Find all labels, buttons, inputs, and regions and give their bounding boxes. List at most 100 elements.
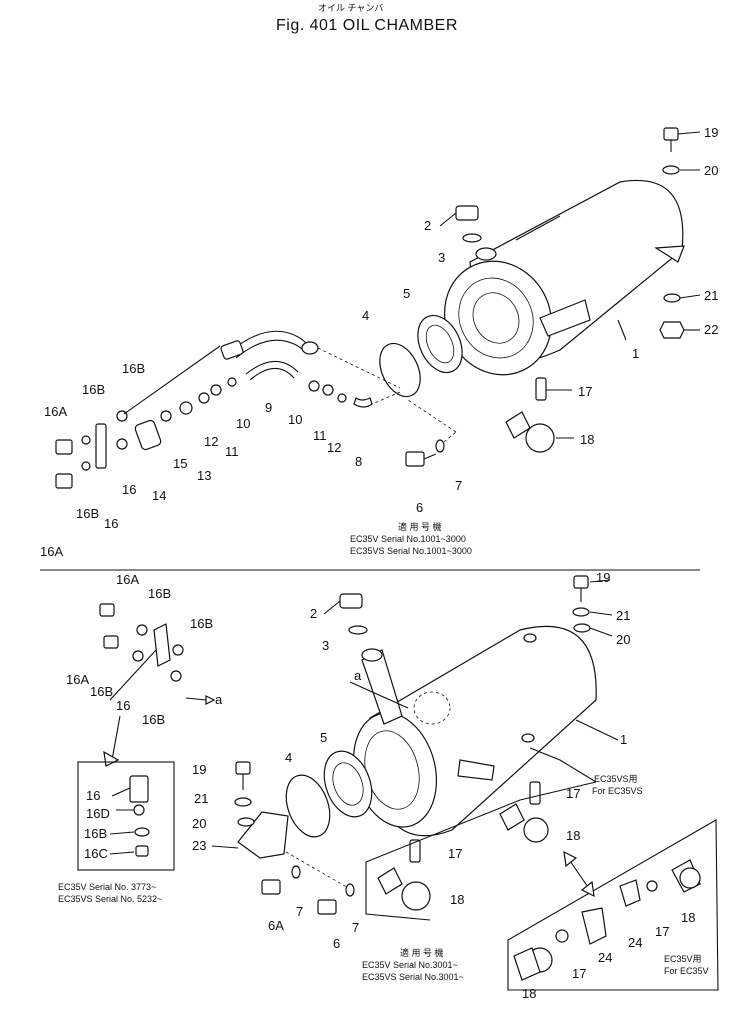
- label-i16: 16: [86, 788, 100, 803]
- label-l18b: 18: [450, 892, 464, 907]
- label-u1: 1: [632, 346, 639, 361]
- label-l17a: 17: [566, 786, 580, 801]
- upper-valve: [505, 377, 574, 453]
- label-u7: 7: [455, 478, 462, 493]
- label-u20: 20: [704, 163, 718, 178]
- lower-packing-5: [323, 750, 373, 818]
- lower-cover-4: [285, 774, 331, 838]
- label-u12b: 12: [327, 440, 341, 455]
- label-u9: 9: [265, 400, 272, 415]
- label-l21b: 21: [194, 791, 208, 806]
- label-l19: 19: [596, 570, 610, 585]
- upper-bolt-6: [405, 399, 457, 467]
- label-u16x: 16: [104, 516, 118, 531]
- upper-fittings: [55, 345, 373, 489]
- lower-applicable-title: 適 用 号 機: [400, 947, 444, 958]
- upper-oring-3: [462, 233, 482, 243]
- label-u12a: 12: [204, 434, 218, 449]
- label-u8: 8: [355, 454, 362, 469]
- for-ec35v: For EC35V: [664, 966, 709, 976]
- label-u21: 21: [704, 288, 718, 303]
- lower-valve-mid: [365, 781, 597, 921]
- label-l19b: 19: [192, 762, 206, 777]
- label-l2: 2: [310, 606, 317, 621]
- label-l17b: 17: [448, 846, 462, 861]
- label-u5: 5: [403, 286, 410, 301]
- label-l17d: 17: [572, 966, 586, 981]
- label-l3: 3: [322, 638, 329, 653]
- upper-cap-2: [439, 205, 479, 227]
- label-u16b1: 16B: [122, 361, 145, 376]
- label-l17c: 17: [655, 924, 669, 939]
- label-u16a1: 16A: [44, 404, 67, 419]
- label-l18a: 18: [566, 828, 580, 843]
- lower-serial-line-2: EC35VS Serial No.3001~: [362, 972, 464, 982]
- label-i16d: 16D: [86, 806, 110, 821]
- label-l16b2: 16B: [190, 616, 213, 631]
- label-u16a2: 16A: [40, 544, 63, 559]
- label-u11a: 11: [225, 444, 239, 459]
- label-a-left: a: [215, 692, 223, 707]
- label-u22: 22: [704, 322, 718, 337]
- lower-top-hardware: [572, 575, 613, 637]
- label-l6a: 6A: [268, 918, 284, 933]
- label-l23: 23: [192, 838, 206, 853]
- lower-tank: [349, 625, 619, 837]
- label-u10a: 10: [236, 416, 250, 431]
- label-l20: 20: [616, 632, 630, 647]
- label-l21: 21: [616, 608, 630, 623]
- label-l7a: 7: [296, 904, 303, 919]
- label-u13: 13: [197, 468, 211, 483]
- label-u6: 6: [416, 500, 423, 515]
- label-u15: 15: [173, 456, 187, 471]
- label-i16b: 16B: [84, 826, 107, 841]
- label-l5: 5: [320, 730, 327, 745]
- label-l20b: 20: [192, 816, 206, 831]
- lower-mount-bolts: [234, 761, 355, 915]
- lower-valve-v-box: [507, 819, 719, 991]
- label-l7b: 7: [352, 920, 359, 935]
- label-l6: 6: [333, 936, 340, 951]
- for-ec35v-jp: EC35V用: [664, 954, 702, 964]
- upper-hose-assembly: [220, 330, 401, 406]
- label-u16: 16: [122, 482, 136, 497]
- label-u17: 17: [578, 384, 592, 399]
- label-l16b4: 16B: [142, 712, 165, 727]
- lower-cap-2: [323, 593, 363, 615]
- label-u11b: 11: [313, 428, 327, 443]
- label-l16b1: 16B: [148, 586, 171, 601]
- upper-serial-line-1: EC35V Serial No.1001~3000: [350, 534, 466, 544]
- label-l16a1: 16A: [116, 572, 139, 587]
- lower-valve-vs: [499, 747, 597, 843]
- label-u19: 19: [704, 125, 718, 140]
- lower-oring-3: [348, 625, 368, 635]
- upper-applicable-title: 適 用 号 機: [398, 521, 442, 532]
- lower-bracket-23: [211, 811, 353, 891]
- label-l24b: 24: [598, 950, 612, 965]
- figure-title: Fig. 401 OIL CHAMBER: [276, 17, 458, 34]
- lower-double-arrow: [563, 850, 595, 898]
- upper-serial-line-2: EC35VS Serial No.1001~3000: [350, 546, 472, 556]
- lower-left-hardware: [99, 603, 216, 767]
- upper-packing-5: [417, 314, 463, 374]
- inset-serial-line-2: EC35VS Serial No. 5232~: [58, 894, 162, 904]
- label-l18d: 18: [522, 986, 536, 1001]
- label-a-tank: a: [354, 668, 362, 683]
- label-u4: 4: [362, 308, 369, 323]
- label-i16c: 16C: [84, 846, 108, 861]
- label-l1: 1: [620, 732, 627, 747]
- upper-mount-hardware: [617, 127, 701, 341]
- label-u2: 2: [424, 218, 431, 233]
- title-japanese: オイル チャンバ: [318, 3, 383, 13]
- label-u16b2: 16B: [82, 382, 105, 397]
- label-u16b3: 16B: [76, 506, 99, 521]
- for-ec35vs-jp: EC35VS用: [594, 774, 638, 784]
- inset-serial-line-1: EC35V Serial No. 3773~: [58, 882, 156, 892]
- label-l16b3: 16B: [90, 684, 113, 699]
- label-l16: 16: [116, 698, 130, 713]
- label-u10b: 10: [288, 412, 302, 427]
- label-l24a: 24: [628, 935, 642, 950]
- lower-serial-line-1: EC35V Serial No.3001~: [362, 960, 458, 970]
- upper-tank: [444, 179, 685, 376]
